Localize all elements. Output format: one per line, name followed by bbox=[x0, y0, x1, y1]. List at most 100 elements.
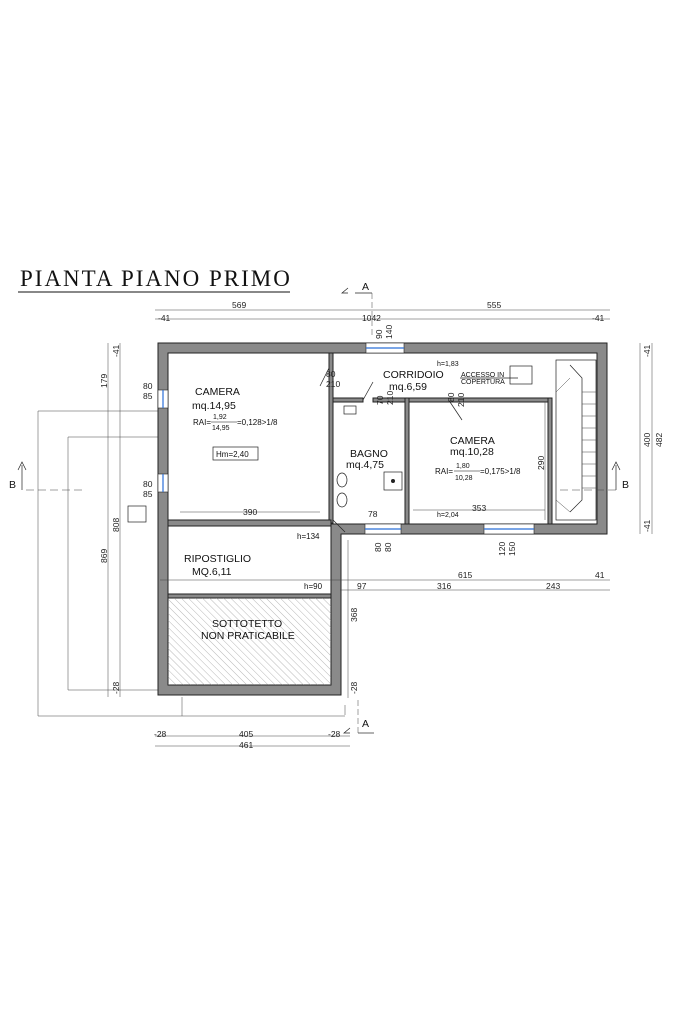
svg-text:mq.4,75: mq.4,75 bbox=[346, 459, 384, 471]
svg-text:405: 405 bbox=[239, 729, 253, 739]
svg-text:RAI=: RAI= bbox=[193, 418, 211, 427]
room-camera-2: CAMERA mq.10,28 RAI= 1,80 10,28 =0,175>1… bbox=[435, 435, 521, 519]
svg-text:569: 569 bbox=[232, 300, 246, 310]
bidet-icon bbox=[336, 492, 348, 508]
dimension-lines bbox=[107, 309, 653, 747]
svg-text:SOTTOTETTO: SOTTOTETTO bbox=[212, 618, 282, 630]
svg-text:CORRIDOIO: CORRIDOIO bbox=[383, 369, 444, 381]
svg-text:-41: -41 bbox=[642, 344, 652, 357]
svg-text:85: 85 bbox=[143, 391, 153, 401]
roof-access-hatch bbox=[509, 365, 533, 385]
doors bbox=[319, 367, 463, 533]
svg-text:CAMERA: CAMERA bbox=[195, 386, 240, 398]
svg-text:808: 808 bbox=[111, 518, 121, 532]
svg-text:368: 368 bbox=[349, 608, 359, 622]
staircase bbox=[555, 359, 597, 521]
svg-text:615: 615 bbox=[458, 570, 472, 580]
svg-text:A: A bbox=[362, 718, 369, 730]
svg-text:390: 390 bbox=[243, 507, 257, 517]
sottotetto-hatch bbox=[168, 598, 331, 685]
section-b-right: B bbox=[560, 461, 629, 491]
svg-text:80: 80 bbox=[143, 381, 153, 391]
svg-text:290: 290 bbox=[536, 456, 546, 470]
svg-text:-28: -28 bbox=[111, 681, 121, 694]
svg-text:-41: -41 bbox=[111, 344, 121, 357]
svg-text:555: 555 bbox=[487, 300, 501, 310]
svg-text:1,92: 1,92 bbox=[213, 414, 227, 421]
svg-text:353: 353 bbox=[472, 503, 486, 513]
svg-text:=0,175>1/8: =0,175>1/8 bbox=[480, 467, 521, 476]
svg-text:-41: -41 bbox=[158, 313, 171, 323]
svg-text:97: 97 bbox=[357, 581, 367, 591]
dimension-labels: 569 555 -41 1042 -41 90 140 80 210 70 21… bbox=[99, 300, 664, 750]
svg-text:-28: -28 bbox=[154, 729, 167, 739]
svg-text:ACCESSO IN: ACCESSO IN bbox=[461, 372, 504, 379]
room-sottotetto: SOTTOTETTO NON PRATICABILE bbox=[201, 618, 295, 642]
svg-text:210: 210 bbox=[385, 391, 395, 405]
svg-text:h=1,83: h=1,83 bbox=[437, 361, 459, 368]
svg-text:179: 179 bbox=[99, 374, 109, 388]
svg-text:Hm=2,40: Hm=2,40 bbox=[216, 450, 249, 459]
svg-text:-41: -41 bbox=[642, 519, 652, 532]
svg-text:210: 210 bbox=[326, 379, 340, 389]
svg-text:80: 80 bbox=[143, 479, 153, 489]
windows bbox=[157, 342, 535, 535]
svg-text:=0,128>1/8: =0,128>1/8 bbox=[237, 418, 278, 427]
svg-text:RIPOSTIGLIO: RIPOSTIGLIO bbox=[184, 553, 251, 565]
svg-text:-41: -41 bbox=[592, 313, 605, 323]
section-a-bottom: A bbox=[343, 700, 374, 734]
svg-text:B: B bbox=[622, 479, 629, 491]
svg-text:RAI=: RAI= bbox=[435, 467, 453, 476]
svg-text:210: 210 bbox=[456, 393, 466, 407]
svg-text:10,28: 10,28 bbox=[455, 475, 473, 482]
svg-text:80: 80 bbox=[446, 392, 456, 402]
svg-text:h=2,04: h=2,04 bbox=[437, 512, 459, 519]
skylight bbox=[127, 505, 147, 523]
svg-text:243: 243 bbox=[546, 581, 560, 591]
svg-text:mq.14,95: mq.14,95 bbox=[192, 400, 236, 412]
svg-text:461: 461 bbox=[239, 740, 253, 750]
section-b-left: B bbox=[9, 461, 27, 491]
svg-text:-28: -28 bbox=[328, 729, 341, 739]
section-a-top: A bbox=[341, 281, 373, 335]
svg-text:140: 140 bbox=[384, 325, 394, 339]
svg-text:1,80: 1,80 bbox=[456, 463, 470, 470]
svg-text:80: 80 bbox=[383, 542, 393, 552]
svg-text:CAMERA: CAMERA bbox=[450, 435, 495, 447]
svg-text:70: 70 bbox=[375, 395, 385, 405]
svg-text:316: 316 bbox=[437, 581, 451, 591]
room-corridoio: CORRIDOIO mq.6,59 h=1,83 ACCESSO IN COPE… bbox=[383, 361, 505, 393]
roof-outline bbox=[26, 410, 346, 717]
svg-text:-28: -28 bbox=[349, 681, 359, 694]
svg-text:14,95: 14,95 bbox=[212, 425, 230, 432]
svg-text:80: 80 bbox=[326, 369, 336, 379]
svg-text:h=90: h=90 bbox=[304, 582, 323, 591]
svg-text:150: 150 bbox=[507, 542, 517, 556]
svg-text:COPERTURA: COPERTURA bbox=[461, 379, 505, 386]
toilet-icon bbox=[336, 472, 348, 488]
svg-text:41: 41 bbox=[595, 570, 605, 580]
svg-text:482: 482 bbox=[654, 433, 664, 447]
svg-text:BAGNO: BAGNO bbox=[350, 448, 388, 460]
svg-text:1042: 1042 bbox=[362, 313, 381, 323]
bathroom-fixtures bbox=[336, 405, 403, 508]
svg-text:90: 90 bbox=[374, 329, 384, 339]
svg-text:78: 78 bbox=[368, 509, 378, 519]
plan-title: PIANTA PIANO PRIMO bbox=[20, 266, 292, 291]
svg-text:85: 85 bbox=[143, 489, 153, 499]
svg-text:h=134: h=134 bbox=[297, 532, 320, 541]
svg-text:mq.10,28: mq.10,28 bbox=[450, 446, 494, 458]
room-camera-1: CAMERA mq.14,95 RAI= 1,92 14,95 =0,128>1… bbox=[192, 386, 278, 461]
svg-text:NON PRATICABILE: NON PRATICABILE bbox=[201, 630, 295, 642]
room-ripostiglio: RIPOSTIGLIO MQ.6,11 h=134 h=90 bbox=[184, 532, 323, 591]
svg-text:120: 120 bbox=[497, 542, 507, 556]
room-bagno: BAGNO mq.4,75 bbox=[346, 448, 388, 471]
svg-text:A: A bbox=[362, 281, 369, 293]
svg-text:B: B bbox=[9, 479, 16, 491]
svg-text:400: 400 bbox=[642, 433, 652, 447]
sink-icon bbox=[383, 471, 403, 491]
svg-text:MQ.6,11: MQ.6,11 bbox=[192, 566, 232, 578]
svg-text:80: 80 bbox=[373, 542, 383, 552]
svg-text:869: 869 bbox=[99, 549, 109, 563]
